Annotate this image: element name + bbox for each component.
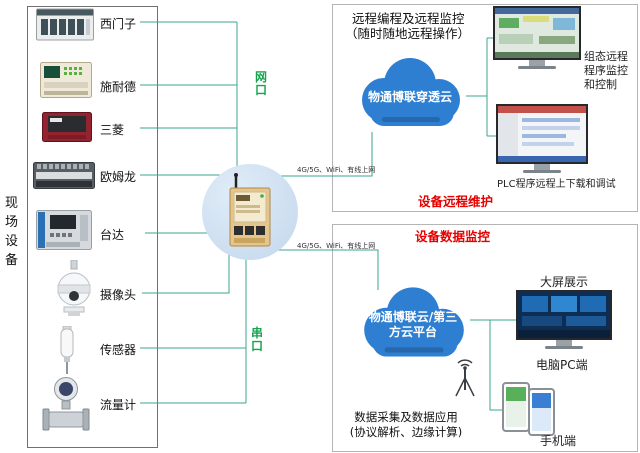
phone-screen [532, 393, 551, 431]
link-label-remote: 4G/5G、WiFi、有线上网 [297, 166, 376, 174]
data-section-box [332, 224, 638, 452]
monitor-foot [518, 66, 556, 69]
mitsubishi-plc-icon [42, 112, 92, 142]
omron-plc-icon [33, 162, 95, 189]
remote-title-line1: 远程编程及远程监控 [352, 11, 465, 26]
plc-monitor [496, 104, 588, 173]
phone-icon-2 [528, 388, 555, 436]
device-label-sensor: 传感器 [100, 343, 137, 357]
field-devices-box [27, 6, 158, 448]
device-label-schneider: 施耐德 [100, 80, 137, 94]
scada-screen [493, 6, 581, 60]
cloud-label-data-line1: 物通博联云/第三 [368, 310, 458, 324]
device-label-delta: 台达 [100, 228, 125, 242]
big-screen [516, 290, 612, 340]
cloud-icon-data [364, 287, 464, 357]
device-label-mitsubishi: 三菱 [100, 123, 125, 137]
cloud-label-data: 物通博联云/第三 方云平台 [352, 310, 474, 340]
link-label-data: 4G/5G、WiFi、有线上网 [297, 242, 376, 250]
scada-monitor [493, 6, 581, 69]
big-screen-monitor [516, 290, 612, 349]
cloud-label-data-line2: 方云平台 [388, 325, 437, 339]
schneider-plc-icon [40, 62, 92, 98]
data-footer-line1: 数据采集及数据应用 [354, 410, 458, 424]
device-label-flow-meter: 流量计 [100, 398, 137, 412]
phone-icon-1 [502, 382, 530, 432]
data-footer-line2: (协议解析、边缘计算) [349, 425, 463, 439]
monitor-foot [523, 170, 561, 173]
serial-port-label: 串口 [251, 326, 264, 353]
device-label-camera: 摄像头 [100, 288, 137, 302]
phone-caption: 手机端 [540, 434, 577, 448]
monitor-stand [529, 60, 545, 66]
cloud-label-remote: 物通博联穿透云 [367, 90, 452, 104]
pc-caption: 电脑PC端 [536, 358, 588, 372]
delta-plc-icon [36, 210, 92, 250]
remote-section-box [332, 4, 638, 212]
monitor-stand [534, 164, 550, 170]
antenna-icon [455, 359, 475, 397]
plc-caption: PLC程序远程上下载和调试 [497, 179, 616, 190]
net-port-label: 网口 [255, 70, 268, 97]
cloud-icon-remote [362, 58, 460, 126]
flow-meter-icon [42, 377, 90, 431]
plc-screen [496, 104, 588, 164]
phone-screen [506, 387, 526, 427]
gateway-router-icon [229, 173, 271, 247]
monitor-stand [556, 340, 572, 346]
monitor-foot [545, 346, 583, 349]
scada-caption: 组态远程程序监控和控制 [584, 50, 628, 91]
phones-group [502, 382, 558, 436]
sensor-icon [60, 326, 74, 374]
device-label-omron: 欧姆龙 [100, 170, 137, 184]
remote-title-line2: （随时随地远程操作） [345, 26, 471, 41]
device-label-siemens: 西门子 [100, 17, 137, 31]
siemens-plc-icon [36, 8, 94, 41]
camera-icon [57, 260, 91, 316]
data-monitoring-tag: 设备数据监控 [415, 229, 491, 244]
remote-maintenance-tag: 设备远程维护 [418, 194, 494, 209]
data-footer-text: 数据采集及数据应用 (协议解析、边缘计算) [336, 410, 476, 440]
field-devices-vertical-title: 现场设备 [4, 196, 18, 268]
big-screen-caption: 大屏展示 [540, 275, 589, 289]
